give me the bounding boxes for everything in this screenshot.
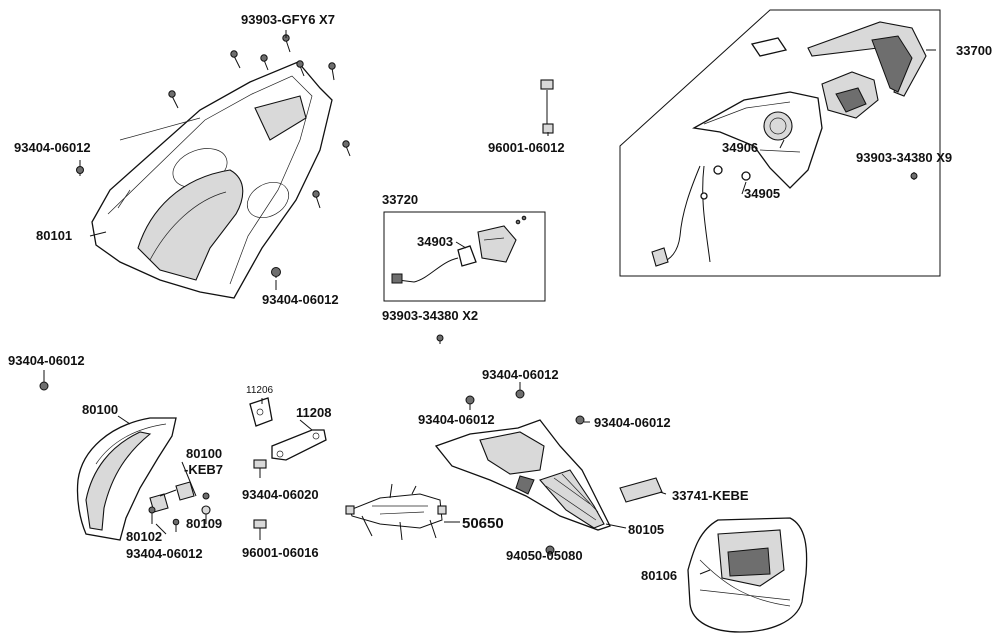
label-80100-keb7-line1: 80100 <box>186 446 223 461</box>
label-33720: 33720 <box>382 192 419 207</box>
label-93404-06020: 93404-06020 <box>242 487 319 502</box>
label-11208: 11208 <box>296 405 332 420</box>
box-33700 <box>619 9 941 277</box>
label-34903: 34903 <box>417 234 454 249</box>
label-93404-06012-e: 93404-06012 <box>482 367 559 382</box>
tail-light-part <box>651 21 927 267</box>
label-34905: 34905 <box>744 186 781 201</box>
label-50650: 50650 <box>462 515 504 532</box>
box-33720 <box>383 211 546 302</box>
label-80109: 80109 <box>186 516 223 531</box>
front-fender-part <box>76 417 195 541</box>
label-33741-kebe: 33741-KEBE <box>672 488 749 503</box>
label-11206: 11206 <box>246 385 274 396</box>
leader-lines <box>43 30 936 575</box>
label-93903-34380-x2: 93903-34380 X2 <box>382 308 479 323</box>
label-80102: 80102 <box>126 529 163 544</box>
license-light-part <box>391 215 527 284</box>
harness-bracket-part <box>345 483 447 541</box>
label-80100: 80100 <box>82 402 119 417</box>
label-80106: 80106 <box>641 568 678 583</box>
label-80101: 80101 <box>36 228 73 243</box>
inner-cover-part <box>91 61 333 299</box>
label-93404-06012-c: 93404-06012 <box>8 353 85 368</box>
fender-flap-part <box>687 517 808 633</box>
bolt-pair-96001 <box>540 79 554 134</box>
label-93404-06012-b: 93404-06012 <box>262 292 339 307</box>
label-33700: 33700 <box>956 43 993 58</box>
label-93903-gfy6: 93903-GFY6 X7 <box>241 12 335 27</box>
bracket-11206 <box>249 397 273 427</box>
label-96001-06012: 96001-06012 <box>488 140 565 155</box>
label-93903-34380-x9: 93903-34380 X9 <box>856 150 953 165</box>
label-96001-06016: 96001-06016 <box>242 545 319 560</box>
label-80105: 80105 <box>628 522 665 537</box>
screw-group-gfy6 <box>168 34 351 209</box>
label-93404-06012-d: 93404-06012 <box>126 546 203 561</box>
label-93404-06012-a: 93404-06012 <box>14 140 91 155</box>
rear-fender-part <box>434 419 611 531</box>
label-80100-keb7-line2: -KEB7 <box>184 462 224 477</box>
label-94050-05080: 94050-05080 <box>506 548 583 563</box>
reflector-part <box>619 477 663 503</box>
label-34906: 34906 <box>722 140 759 155</box>
label-93404-06012-f: 93404-06012 <box>418 412 495 427</box>
bracket-11208 <box>271 429 327 461</box>
label-93404-06012-g: 93404-06012 <box>594 415 671 430</box>
